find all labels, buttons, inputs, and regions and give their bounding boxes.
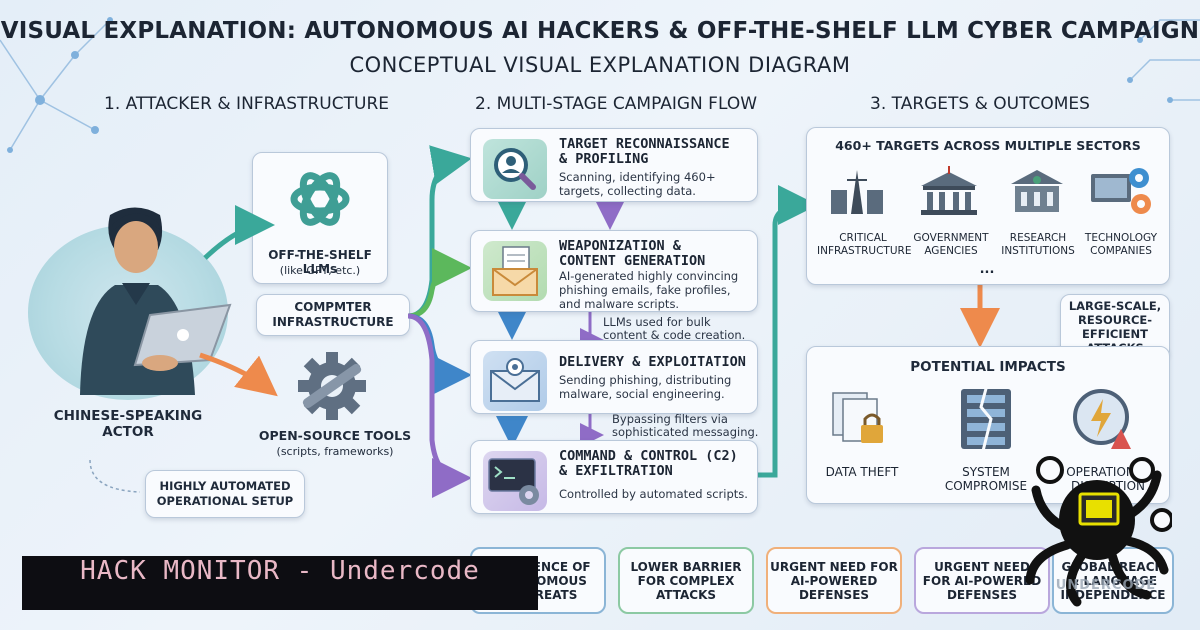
sector-technology-companies: TECHNOLOGY COMPANIES xyxy=(1084,232,1158,257)
targets-heading: 460+ TARGETS ACROSS MULTIPLE SECTORS xyxy=(835,138,1141,153)
column-heading-targets: 3. TARGETS & OUTCOMES xyxy=(870,94,1090,114)
stage-3-title: DELIVERY & EXPLOITATION xyxy=(559,354,746,370)
bottom-card-lower-barrier: LOWER BARRIER FOR COMPLEX ATTACKS xyxy=(618,547,754,614)
envelope-document-icon xyxy=(492,246,538,296)
stage-command-control: COMMAND & CONTROL (C2) & EXFILTRATION Co… xyxy=(470,440,758,514)
stage-4-description: Controlled by automated scripts. xyxy=(559,487,748,501)
stage-delivery: DELIVERY & EXPLOITATION Sending phishing… xyxy=(470,340,758,414)
llm-bulk-note: LLMs used for bulk content & code creati… xyxy=(603,315,746,342)
filter-bypass-note: Bypassing filters via sophisticated mess… xyxy=(612,412,759,439)
impacts-heading: POTENTIAL IMPACTS xyxy=(910,359,1066,375)
impact-system-compromise: SYSTEM COMPROMISE xyxy=(944,465,1028,493)
column-heading-campaign: 2. MULTI-STAGE CAMPAIGN FLOW xyxy=(475,94,758,114)
government-building-icon xyxy=(921,166,977,215)
server-compromise-icon xyxy=(961,385,1011,452)
tools-subtitle: (scripts, frameworks) xyxy=(276,445,394,458)
stage-reconnaissance: TARGET RECONNAISSANCE & PROFILING Scanni… xyxy=(470,128,758,202)
circuit-decoration xyxy=(1127,19,1200,103)
stage-1-description: Scanning, identifying 460+ targets, coll… xyxy=(559,170,716,198)
c2-icon-box xyxy=(483,451,547,511)
technology-gears-icon xyxy=(1091,168,1151,214)
bottom-card-ai-defenses-2: URGENT NEED FOR AI-POWERED DEFENSES xyxy=(914,547,1050,614)
tools-title: OPEN-SOURCE TOOLS xyxy=(258,428,412,443)
llm-card: OFF-THE-SHELF LLMs (like GPT, etc.) xyxy=(252,152,388,284)
automation-card: HIGHLY AUTOMATED OPERATIONAL SETUP xyxy=(145,470,305,518)
targets-card: 460+ TARGETS ACROSS MULTIPLE SECTORS CRI… xyxy=(806,127,1170,285)
gear-wrench-icon xyxy=(298,352,366,420)
stage-4-title: COMMAND & CONTROL (C2) & EXFILTRATION xyxy=(559,448,738,479)
recon-icon-box xyxy=(483,139,547,199)
terminal-gear-icon xyxy=(488,458,539,505)
llm-title: OFF-THE-SHELF LLMs xyxy=(268,248,372,276)
column-heading-attacker: 1. ATTACKER & INFRASTRUCTURE xyxy=(104,94,389,114)
stage-2-title: WEAPONIZATION & CONTENT GENERATION xyxy=(559,238,706,269)
stage-1-title: TARGET RECONNAISSANCE & PROFILING xyxy=(559,136,730,167)
sector-government-agencies: GOVERNMENT AGENCIES xyxy=(913,232,989,257)
stage-3-description: Sending phishing, distributing malware, … xyxy=(559,373,732,401)
weaponization-icon-box xyxy=(483,241,547,301)
undercode-octopus-logo xyxy=(1025,456,1172,607)
diagram-title: VISUAL EXPLANATION: AUTONOMOUS AI HACKER… xyxy=(0,18,1200,44)
network-decoration xyxy=(0,17,113,153)
undercode-logo-text: UNDERCODE xyxy=(1055,578,1157,593)
power-plant-icon xyxy=(831,170,883,214)
disruption-warning-icon xyxy=(1073,389,1131,449)
envelope-bug-icon xyxy=(490,358,540,402)
hack-monitor-banner: HACK MONITOR - Undercode xyxy=(22,556,538,610)
sector-critical-infrastructure: CRITICAL INFRASTRUCTURE xyxy=(817,232,912,257)
sector-research-institutions: RESEARCH INSTITUTIONS xyxy=(1001,232,1075,257)
bottom-card-ai-defenses: URGENT NEED FOR AI-POWERED DEFENSES xyxy=(766,547,902,614)
infrastructure-card: COMPMTER INFRASTRUCTURE xyxy=(256,294,410,336)
hacker-figure-icon xyxy=(80,207,232,395)
stage-2-description: AI-generated highly convincing phishing … xyxy=(559,269,739,311)
diagram-subtitle: CONCEPTUAL VISUAL EXPLANATION DIAGRAM xyxy=(349,53,851,77)
stage-weaponization: WEAPONIZATION & CONTENT GENERATION AI-ge… xyxy=(470,230,758,312)
infrastructure-label: COMPMTER INFRASTRUCTURE xyxy=(272,300,394,329)
magnifier-user-icon xyxy=(494,148,536,190)
banner-text: HACK MONITOR - Undercode xyxy=(80,556,480,586)
targets-ellipsis: ... xyxy=(979,262,995,277)
research-institution-icon xyxy=(1011,170,1063,212)
llm-subtitle: (like GPT, etc.) xyxy=(279,264,361,277)
actor-label: CHINESE-SPEAKING ACTOR xyxy=(53,408,203,440)
delivery-icon-box xyxy=(483,351,547,411)
data-theft-icon xyxy=(832,392,883,443)
llm-knot-icon xyxy=(290,172,350,226)
impact-data-theft: DATA THEFT xyxy=(825,465,899,479)
automation-label: HIGHLY AUTOMATED OPERATIONAL SETUP xyxy=(156,479,294,508)
